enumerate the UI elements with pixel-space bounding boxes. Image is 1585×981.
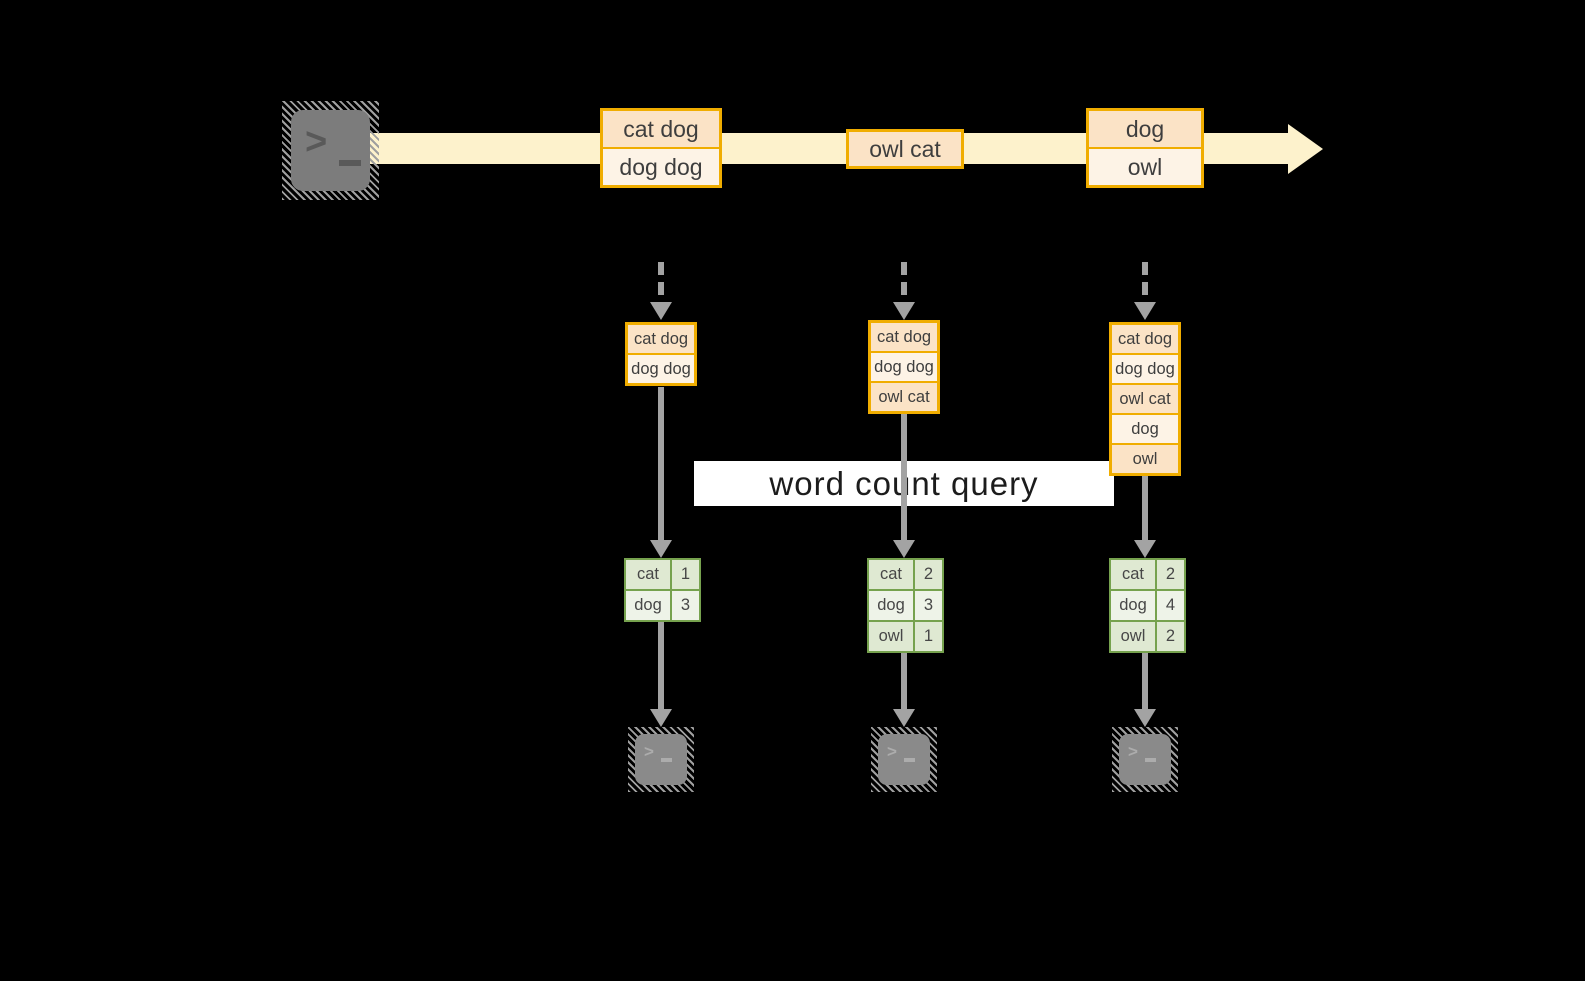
- count-value: 2: [1165, 565, 1176, 583]
- arrow: [650, 387, 672, 558]
- count-word: dog: [626, 591, 672, 620]
- arrowhead-icon: [650, 540, 672, 558]
- count-word: dog: [869, 591, 915, 620]
- cursor-dash-icon: [661, 758, 672, 762]
- arrowhead-icon: [650, 302, 672, 320]
- input-row: dog: [1112, 413, 1178, 443]
- input-row: owl cat: [1112, 383, 1178, 413]
- input-table: cat dog dog dog owl cat dog owl: [1109, 322, 1181, 476]
- stream-arrowhead-icon: [1288, 124, 1323, 174]
- arrowhead-icon: [893, 540, 915, 558]
- count-value: 2: [1165, 627, 1176, 645]
- count-value: 3: [923, 596, 934, 614]
- terminal-sink-icon: >: [628, 727, 694, 792]
- count-row: cat 1: [626, 560, 699, 589]
- stream-batch-box: owl cat: [846, 129, 964, 169]
- arrowhead-icon: [1134, 709, 1156, 727]
- count-table: cat 2 dog 3 owl 1: [867, 558, 944, 653]
- count-row: owl 2: [1111, 620, 1184, 651]
- count-word: cat: [1111, 560, 1157, 589]
- count-value: 2: [923, 565, 934, 583]
- dash-segment: [901, 282, 907, 295]
- count-value: 4: [1165, 596, 1176, 614]
- count-row: cat 2: [869, 560, 942, 589]
- dash-segment: [658, 262, 664, 275]
- arrowhead-icon: [650, 709, 672, 727]
- arrowhead-icon: [893, 709, 915, 727]
- terminal-prompt-icon: >: [644, 742, 654, 761]
- dashed-arrow: [1134, 262, 1156, 320]
- dash-segment: [1142, 282, 1148, 295]
- stream-batch-box: dog owl: [1086, 108, 1204, 188]
- count-row: dog 3: [626, 589, 699, 620]
- terminal-screen: >: [635, 734, 687, 785]
- stream-batch-box: cat dog dog dog: [600, 108, 722, 188]
- count-word: cat: [626, 560, 672, 589]
- input-table: cat dog dog dog owl cat: [868, 320, 940, 414]
- terminal-sink-icon: >: [1112, 727, 1178, 792]
- arrowhead-icon: [1134, 302, 1156, 320]
- arrow-shaft: [658, 387, 664, 540]
- input-row: cat dog: [1112, 325, 1178, 353]
- count-word: owl: [1111, 622, 1157, 651]
- cursor-dash-icon: [904, 758, 915, 762]
- input-row: owl cat: [871, 381, 937, 411]
- terminal-prompt-icon: >: [887, 742, 897, 761]
- dash-segment: [901, 262, 907, 275]
- stream-batch-line: cat dog: [603, 111, 719, 147]
- arrow-shaft: [901, 414, 907, 540]
- terminal-sink-icon: >: [871, 727, 937, 792]
- arrowhead-icon: [1134, 540, 1156, 558]
- input-row: dog dog: [1112, 353, 1178, 383]
- arrow: [650, 622, 672, 727]
- dash-segment: [658, 282, 664, 295]
- arrow-shaft: [1142, 476, 1148, 540]
- terminal-screen: >: [291, 110, 370, 191]
- count-row: dog 4: [1111, 589, 1184, 620]
- cursor-dash-icon: [1145, 758, 1156, 762]
- input-table: cat dog dog dog: [625, 322, 697, 386]
- count-word: cat: [869, 560, 915, 589]
- count-value: 1: [680, 565, 691, 583]
- arrow: [1134, 653, 1156, 727]
- stream-batch-line: owl cat: [849, 132, 961, 166]
- arrowhead-icon: [893, 302, 915, 320]
- arrow-shaft: [901, 653, 907, 709]
- arrow: [893, 653, 915, 727]
- input-row: owl: [1112, 443, 1178, 473]
- terminal-prompt-icon: >: [305, 121, 328, 163]
- input-row: cat dog: [628, 325, 694, 353]
- count-word: dog: [1111, 591, 1157, 620]
- count-table: cat 1 dog 3: [624, 558, 701, 622]
- count-row: owl 1: [869, 620, 942, 651]
- terminal-prompt-icon: >: [1128, 742, 1138, 761]
- terminal-screen: >: [878, 734, 930, 785]
- terminal-screen: >: [1119, 734, 1171, 785]
- count-word: owl: [869, 622, 915, 651]
- dash-segment: [1142, 262, 1148, 275]
- arrow: [1134, 476, 1156, 558]
- dashed-arrow: [893, 262, 915, 320]
- arrow: [893, 414, 915, 558]
- count-value: 1: [923, 627, 934, 645]
- cursor-dash-icon: [339, 160, 361, 166]
- stream-batch-line: owl: [1089, 147, 1201, 185]
- count-row: cat 2: [1111, 560, 1184, 589]
- dashed-arrow: [650, 262, 672, 320]
- count-row: dog 3: [869, 589, 942, 620]
- count-table: cat 2 dog 4 owl 2: [1109, 558, 1186, 653]
- arrow-shaft: [1142, 653, 1148, 709]
- stream-batch-line: dog: [1089, 111, 1201, 147]
- count-value: 3: [680, 596, 691, 614]
- arrow-shaft: [658, 622, 664, 709]
- input-row: cat dog: [871, 323, 937, 351]
- terminal-source-icon: >: [282, 101, 379, 200]
- stream-batch-line: dog dog: [603, 147, 719, 185]
- input-row: dog dog: [871, 351, 937, 381]
- input-row: dog dog: [628, 353, 694, 383]
